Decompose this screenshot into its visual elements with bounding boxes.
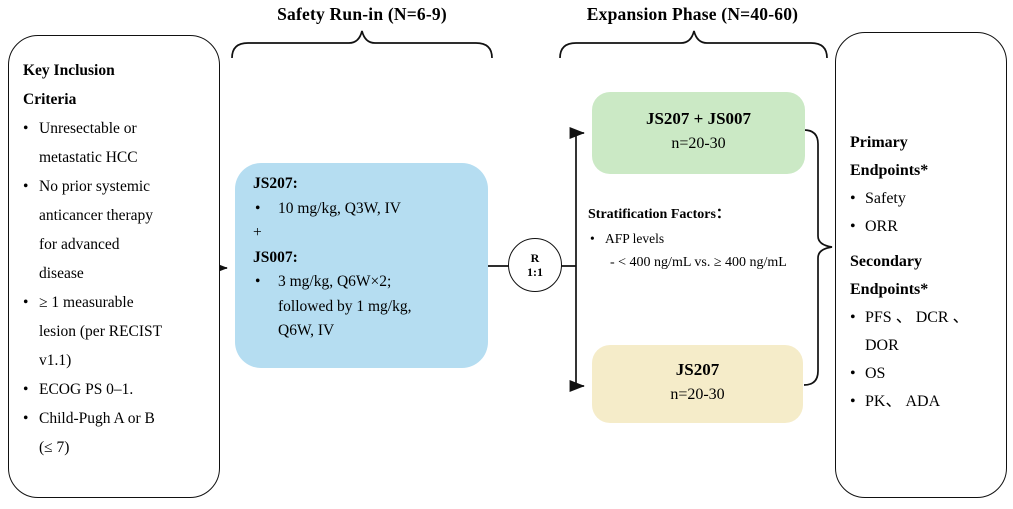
stratification-factor-text: AFP levels — [605, 231, 665, 246]
bullet-icon: • — [23, 120, 29, 137]
secondary-endpoint-item: • PFS 、 DCR 、 DOR — [850, 304, 1000, 360]
inclusion-item: • Unresectable or metastatic HCC — [23, 114, 211, 172]
runin-drug2-label: JS007: — [253, 248, 298, 266]
runin-drug1-label: JS207: — [253, 175, 298, 192]
inclusion-criteria-box: Key Inclusion Criteria • Unresectable or… — [8, 35, 220, 498]
bullet-icon: • — [850, 393, 856, 410]
bullet-icon: • — [255, 199, 261, 217]
brace-arms-to-endpoints — [803, 129, 833, 386]
mono-arm-n: n=20-30 — [670, 386, 725, 403]
inclusion-item: • Child-Pugh A or B (≤ 7) — [23, 404, 211, 462]
inclusion-item: • ≥ 1 measurable lesion (per RECIST v1.1… — [23, 288, 211, 375]
runin-drug2-dose-text: 3 mg/kg, Q6W×2; followed by 1 mg/kg, Q6W… — [278, 273, 412, 339]
stratification-note: Stratification Factors： • AFP levels - <… — [588, 203, 838, 275]
runin-drug1-dose-text: 10 mg/kg, Q3W, IV — [278, 199, 401, 217]
combo-arm-n: n=20-30 — [671, 135, 726, 152]
safety-runin-dose-box: JS207: • 10 mg/kg, Q3W, IV + JS007: • 3 … — [235, 163, 488, 368]
endpoints-box: Primary Endpoints* • Safety • ORR Second… — [835, 32, 1007, 498]
inclusion-item-text: Unresectable or metastatic HCC — [39, 120, 138, 166]
inclusion-item-text: ECOG PS 0–1. — [39, 381, 134, 398]
inclusion-item-text: No prior systemic anticancer therapy for… — [39, 178, 154, 282]
secondary-endpoints-title: Secondary Endpoints* — [850, 253, 929, 298]
primary-endpoint-item: • Safety — [850, 185, 1000, 213]
bullet-icon: • — [850, 309, 856, 326]
bullet-icon: • — [850, 190, 856, 207]
bullet-icon: • — [850, 218, 856, 235]
bullet-icon: • — [255, 273, 261, 290]
stratification-factor-item: • AFP levels — [588, 227, 838, 251]
primary-endpoint-text: ORR — [865, 218, 898, 235]
expansion-bracket — [559, 30, 828, 59]
inclusion-item: • No prior systemic anticancer therapy f… — [23, 172, 211, 288]
expansion-phase-label: Expansion Phase (N=40-60) — [586, 4, 799, 24]
mono-arm-title: JS207 — [675, 360, 720, 379]
primary-endpoints-title: Primary Endpoints* — [850, 134, 929, 179]
mono-arm-box: JS207 n=20-30 — [592, 345, 803, 423]
inclusion-criteria-title: Key Inclusion Criteria — [23, 62, 115, 108]
stratification-title: Stratification Factors： — [588, 207, 730, 222]
bullet-icon: • — [23, 410, 29, 427]
secondary-endpoint-item: • PK、 ADA — [850, 388, 1000, 416]
runin-plus-sign: + — [253, 224, 262, 241]
safety-bracket — [231, 30, 493, 59]
bullet-icon: • — [23, 381, 29, 398]
randomization-label: R — [530, 250, 540, 265]
secondary-endpoint-item: • OS — [850, 360, 1000, 388]
bullet-icon: • — [23, 178, 29, 195]
secondary-endpoint-text: PK、 ADA — [865, 393, 941, 410]
randomization-ratio: 1:1 — [527, 265, 543, 279]
inclusion-item: • ECOG PS 0–1. — [23, 375, 211, 404]
primary-endpoint-text: Safety — [865, 190, 906, 207]
bullet-icon: • — [590, 231, 595, 246]
runin-drug2-dose-item: • 3 mg/kg, Q6W×2; followed by 1 mg/kg, Q… — [253, 270, 482, 344]
safety-phase-label: Safety Run-in (N=6-9) — [277, 4, 447, 24]
inclusion-item-text: ≥ 1 measurable lesion (per RECIST v1.1) — [39, 294, 163, 369]
randomization-circle: R 1:1 — [508, 238, 562, 292]
secondary-endpoint-text: PFS 、 DCR 、 DOR — [865, 309, 969, 354]
inclusion-item-text: Child-Pugh A or B (≤ 7) — [39, 410, 155, 456]
combo-arm-title: JS207 + JS007 — [645, 109, 752, 128]
combo-arm-box: JS207 + JS007 n=20-30 — [592, 92, 805, 174]
primary-endpoint-item: • ORR — [850, 213, 1000, 241]
bullet-icon: • — [23, 294, 29, 311]
secondary-endpoint-text: OS — [865, 365, 886, 382]
runin-drug1-dose-item: • 10 mg/kg, Q3W, IV — [253, 197, 482, 222]
bullet-icon: • — [850, 365, 856, 382]
stratification-detail: - < 400 ng/mL vs. ≥ 400 ng/mL — [610, 255, 787, 270]
